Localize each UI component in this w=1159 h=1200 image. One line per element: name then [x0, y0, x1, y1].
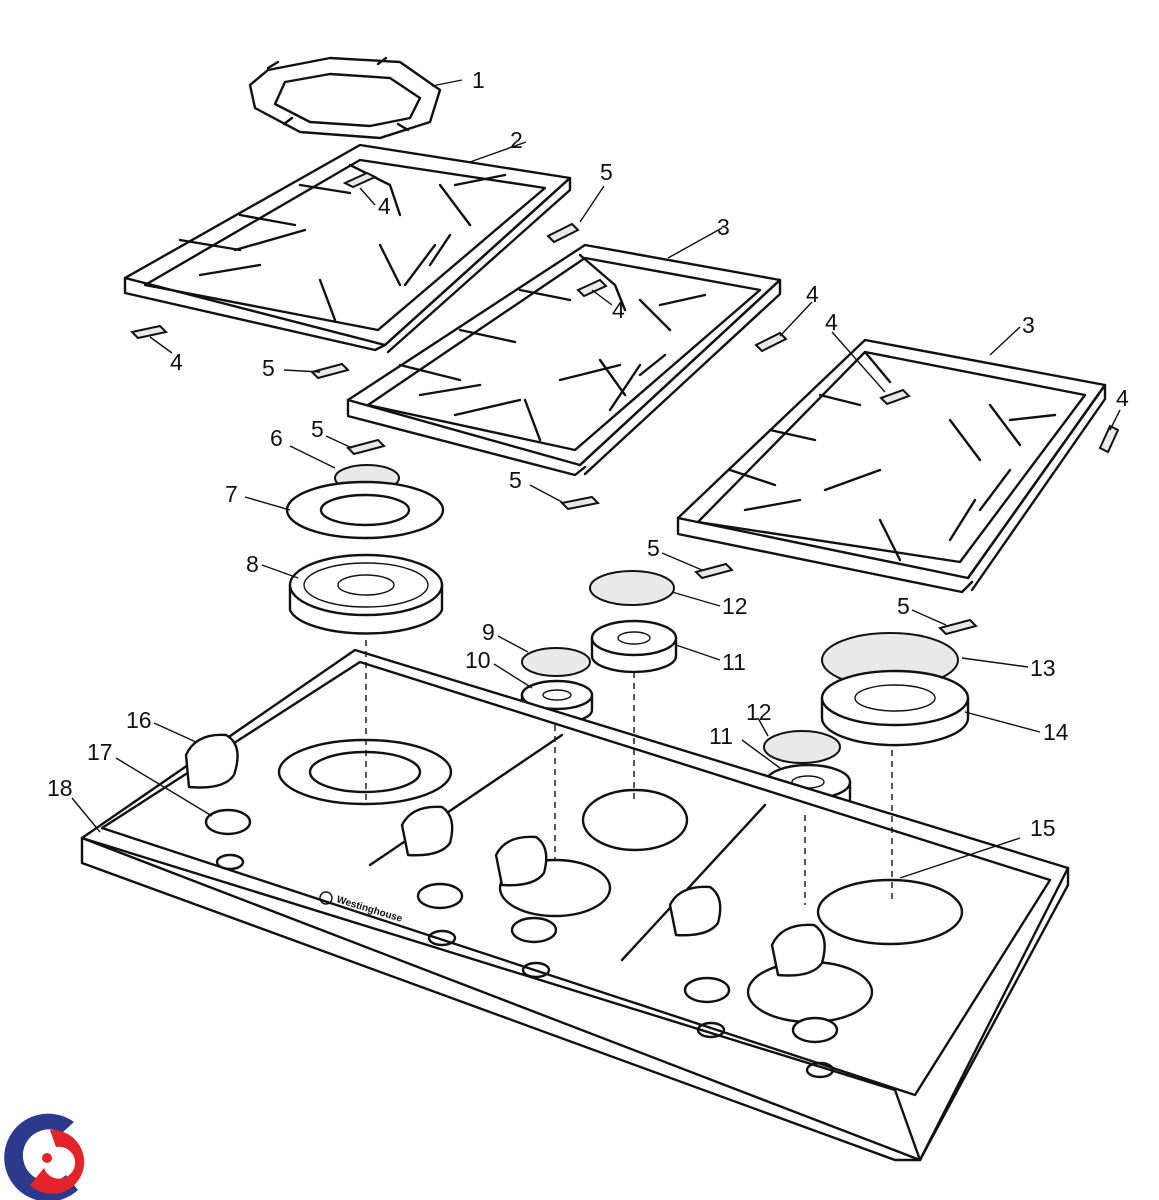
- wok-burner-assembly: [285, 464, 445, 635]
- callout-3-right: 3: [1022, 312, 1035, 338]
- callout-13: 13: [1030, 655, 1056, 681]
- callout-6: 6: [270, 425, 283, 451]
- callout-5-e: 5: [647, 535, 660, 561]
- callout-5-a: 5: [600, 159, 613, 185]
- callout-10: 10: [465, 647, 491, 673]
- callout-4-f: 4: [170, 349, 183, 375]
- control-knobs: [184, 733, 826, 977]
- callout-8: 8: [246, 551, 259, 577]
- wok-support-ring: [248, 56, 442, 140]
- callout-4-d: 4: [825, 309, 838, 335]
- callout-4-b: 4: [612, 297, 625, 323]
- callout-16: 16: [126, 707, 152, 733]
- callout-4-a: 4: [378, 193, 391, 219]
- callout-3-middle: 3: [717, 214, 730, 240]
- callout-5-c: 5: [311, 416, 324, 442]
- callout-12-front: 12: [746, 699, 772, 725]
- callout-labels: 1 2 3 3 4 4 4 4 4 4 5 5 5 5 5 5 6 7 8 9 …: [47, 67, 1129, 841]
- callout-4-c: 4: [806, 281, 819, 307]
- trivet-right: [676, 338, 1107, 594]
- callout-5-b: 5: [262, 355, 275, 381]
- rubber-feet: [129, 171, 1120, 636]
- knob-bezels: [204, 808, 839, 1079]
- trivet-middle: [346, 243, 782, 477]
- callout-11-rear: 11: [722, 649, 746, 675]
- callout-5-f: 5: [897, 593, 910, 619]
- callout-15: 15: [1030, 815, 1056, 841]
- leader-lines: [71, 79, 1121, 879]
- corner-logo: [4, 1113, 85, 1200]
- assembly-guide-lines: [365, 640, 893, 905]
- callout-14: 14: [1043, 719, 1069, 745]
- callout-1: 1: [472, 67, 485, 93]
- medium-burner-rear: [589, 570, 678, 674]
- callout-17: 17: [87, 739, 113, 765]
- callout-5-d: 5: [509, 467, 522, 493]
- trivet-left: [123, 143, 572, 354]
- callout-4-e: 4: [1116, 385, 1129, 411]
- callout-18: 18: [47, 775, 73, 801]
- callout-2: 2: [510, 127, 523, 153]
- callout-12-rear: 12: [722, 593, 748, 619]
- callout-9: 9: [482, 619, 495, 645]
- callout-11-front: 11: [709, 723, 733, 749]
- large-burner: [820, 632, 970, 747]
- callout-7: 7: [225, 481, 238, 507]
